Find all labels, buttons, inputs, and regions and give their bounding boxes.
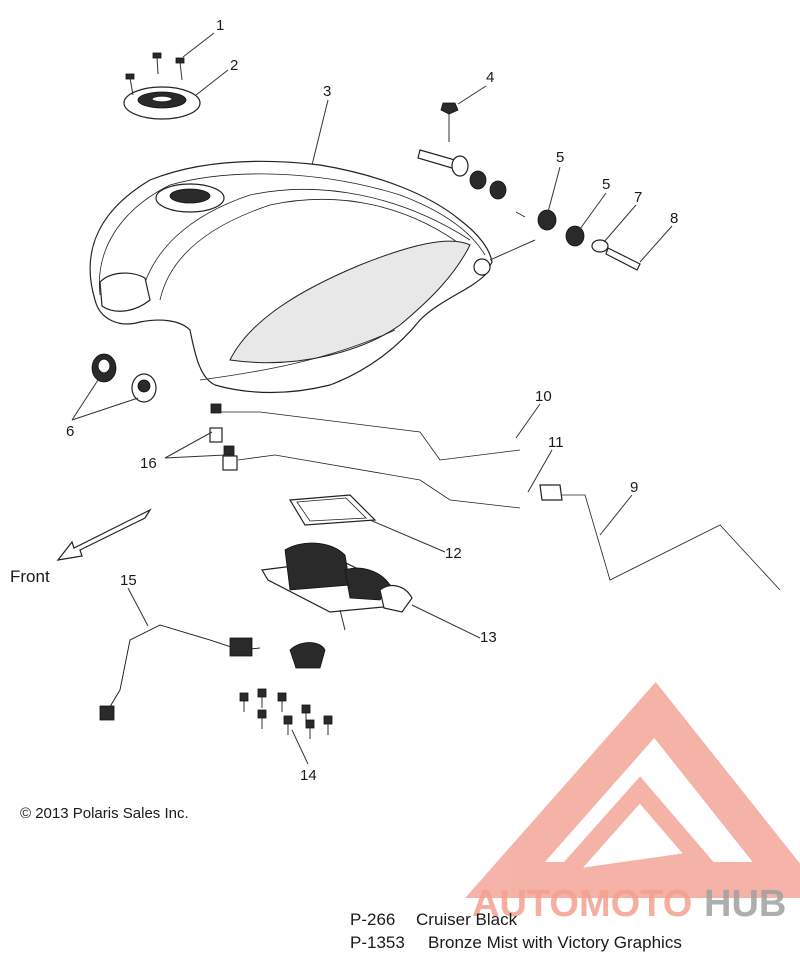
callout-9: 9 bbox=[630, 479, 638, 496]
callout-7: 7 bbox=[634, 189, 642, 206]
fuel-supply-hose bbox=[99, 624, 261, 721]
callout-15: 15 bbox=[120, 572, 137, 589]
watermark-text-a: AUTOMOTO bbox=[472, 883, 692, 925]
callout-6: 6 bbox=[66, 423, 74, 440]
callout-2: 2 bbox=[230, 57, 238, 74]
vent-hose bbox=[539, 484, 781, 591]
fuel-lines bbox=[209, 403, 521, 509]
variant-1-code: P-266 bbox=[350, 910, 395, 929]
variant-list: P-266 Cruiser Black P-1353 Bronze Mist w… bbox=[350, 910, 682, 952]
variant-2-code: P-1353 bbox=[350, 933, 405, 952]
mount-hardware bbox=[417, 102, 641, 271]
watermark-logo bbox=[465, 681, 800, 898]
callout-13: 13 bbox=[480, 629, 497, 646]
callout-4: 4 bbox=[486, 69, 494, 86]
callout-16: 16 bbox=[140, 455, 157, 472]
fuel-cap-ring bbox=[123, 86, 201, 120]
fuel-pump-assembly bbox=[261, 542, 413, 669]
pump-screws bbox=[239, 688, 333, 739]
variant-1-name: Cruiser Black bbox=[416, 910, 518, 929]
callout-5a: 5 bbox=[556, 149, 564, 166]
watermark-text: AUTOMOTO HUB bbox=[472, 883, 786, 925]
leader-lines bbox=[71, 32, 673, 765]
callout-10: 10 bbox=[535, 388, 552, 405]
callout-8: 8 bbox=[670, 210, 678, 227]
pump-seal bbox=[288, 494, 377, 526]
callout-11: 11 bbox=[548, 434, 564, 451]
fuel-tank bbox=[89, 160, 493, 394]
callout-12: 12 bbox=[445, 545, 462, 562]
cap-screws bbox=[125, 52, 185, 96]
variant-2-name: Bronze Mist with Victory Graphics bbox=[428, 933, 682, 952]
callout-5b: 5 bbox=[602, 176, 610, 193]
callout-14: 14 bbox=[300, 767, 317, 784]
front-label: Front bbox=[10, 567, 50, 586]
callout-1: 1 bbox=[216, 17, 224, 34]
copyright-text: © 2013 Polaris Sales Inc. bbox=[20, 805, 189, 822]
tank-grommets bbox=[91, 353, 157, 403]
callout-numbers: 1 2 3 4 5 5 6 7 8 9 10 11 12 13 14 15 16 bbox=[66, 17, 678, 784]
watermark-text-b: HUB bbox=[704, 883, 786, 925]
front-arrow-icon bbox=[56, 508, 152, 561]
callout-3: 3 bbox=[323, 83, 331, 100]
